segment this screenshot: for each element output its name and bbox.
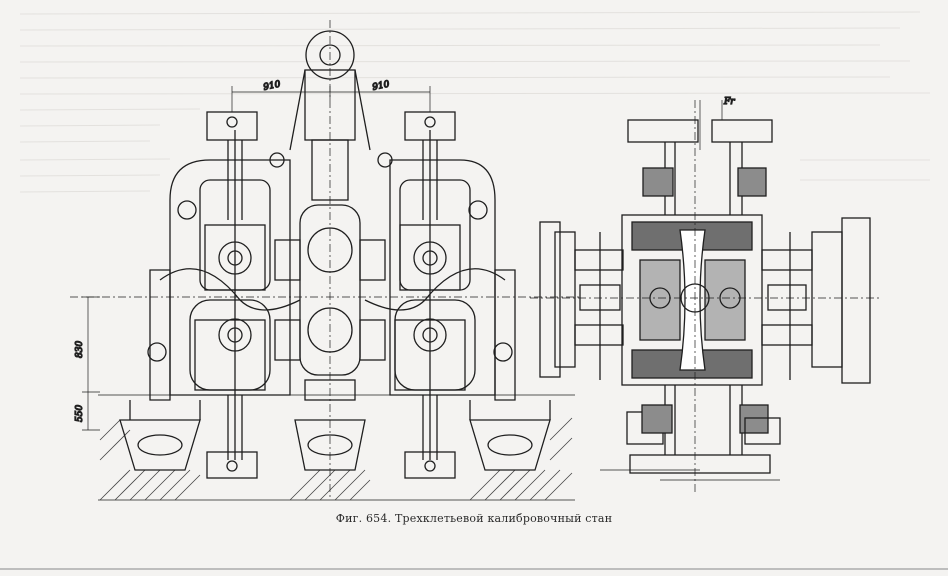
left-stand-rolls xyxy=(147,130,285,460)
side-stand-body xyxy=(621,214,763,386)
dimension-910-right: 910 xyxy=(372,80,391,93)
bottom-adjusting-housings xyxy=(600,385,781,481)
pedestals xyxy=(119,400,551,471)
dimension-lines xyxy=(82,86,431,431)
screwdown-boxes xyxy=(206,111,456,479)
dimension-830: 830 xyxy=(75,341,85,358)
right-stand-rolls xyxy=(377,130,513,460)
figure-caption: Фиг. 654. Трехклетьевой калибровочный ст… xyxy=(335,512,613,525)
top-adjusting-housings xyxy=(627,100,773,215)
side-drive-spindles xyxy=(539,217,871,384)
foundation-hatching xyxy=(98,394,575,501)
dimension-fr: Fr xyxy=(723,97,735,107)
dimension-910-left: 910 xyxy=(263,80,282,93)
page-bottom-rule xyxy=(0,568,948,570)
side-centre-lines xyxy=(530,100,880,495)
dimension-550: 550 xyxy=(75,405,85,422)
